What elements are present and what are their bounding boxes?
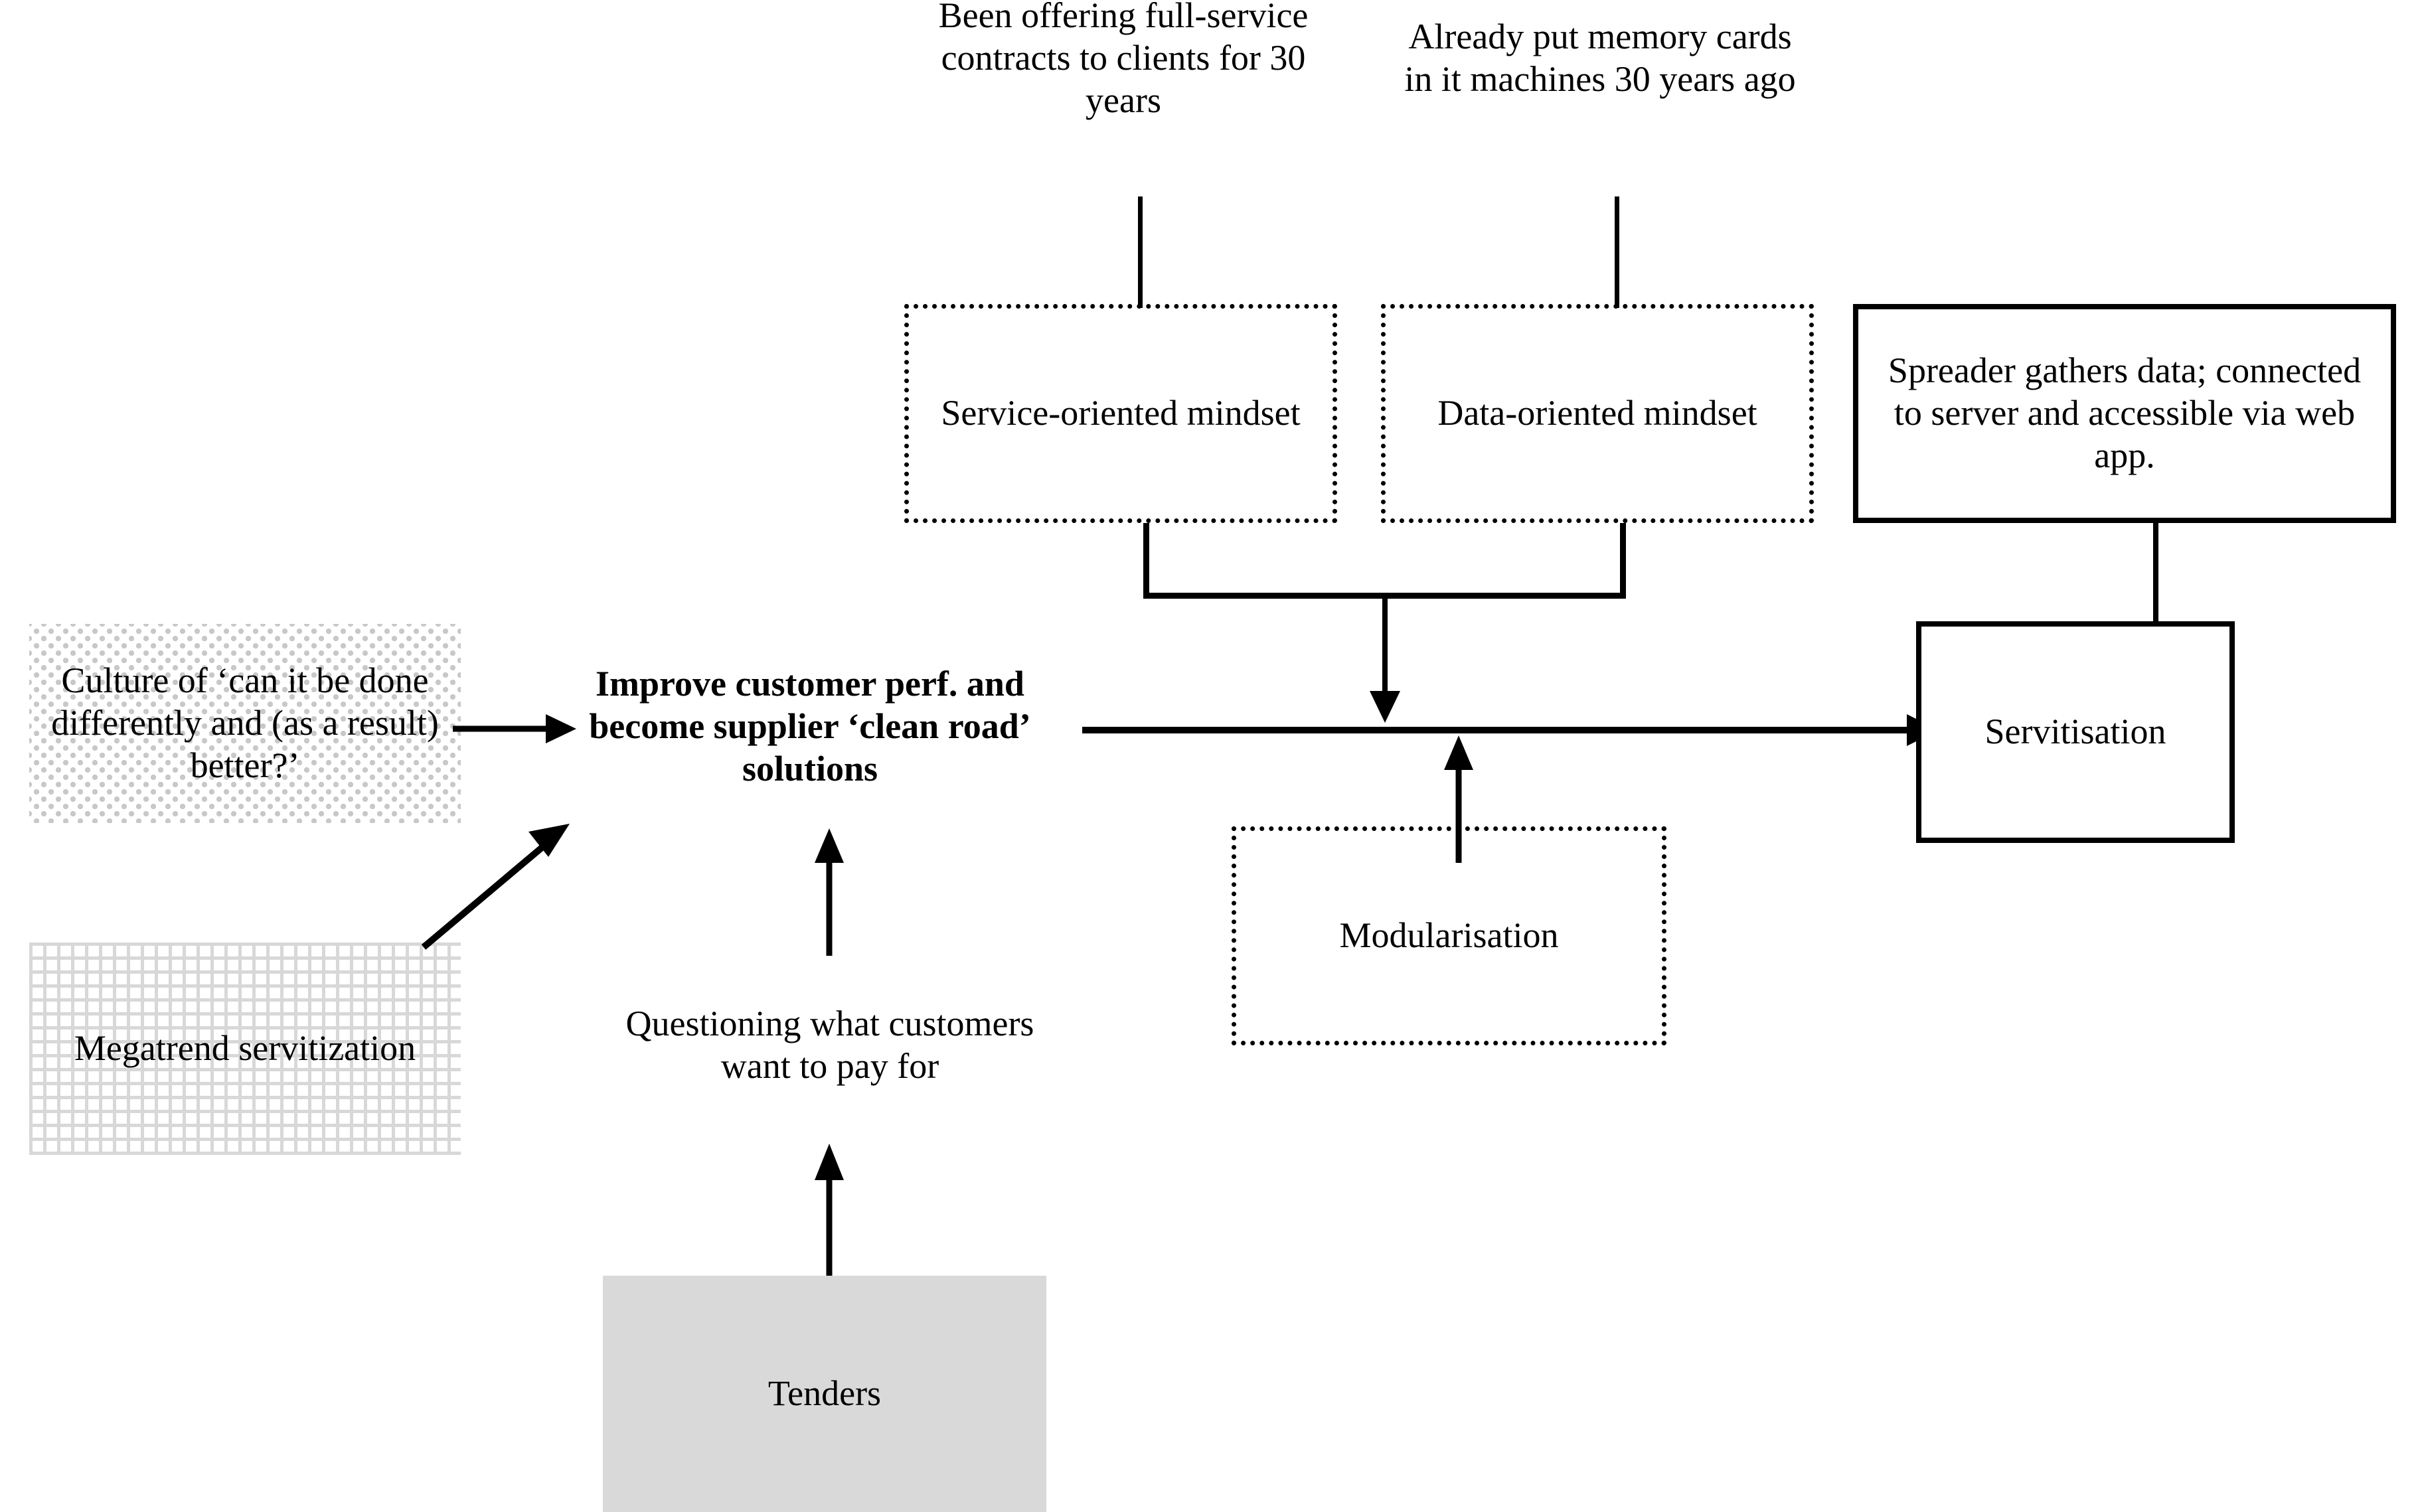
megatrend-servitization-box[interactable]: Megatrend servitization [29,943,461,1155]
tenders-label: Tenders [767,1373,882,1414]
connector-merge-down-arrow [1370,593,1400,723]
questioning-customers-label: Questioning what customers want to pay f… [625,1004,1034,1086]
note-service-contracts-label: Been offering full-service contracts to … [938,0,1309,120]
note-memory-cards: Already put memory cards in it machines … [1401,5,1799,112]
improve-customer-perf-label: Improve customer perf. and become suppli… [589,664,1031,789]
culture-can-it-be-done-box[interactable]: Culture of ‘can it be done differently a… [29,624,461,823]
connector-note-service-to-mindset [1138,196,1143,308]
service-oriented-mindset-label: Service-oriented mindset [941,393,1301,433]
servitisation-label: Servitisation [1984,712,2166,752]
connector-merge-left-leg [1143,523,1149,598]
megatrend-servitization-label: Megatrend servitization [74,1028,416,1069]
tenders-box[interactable]: Tenders [603,1276,1046,1512]
connector-note-memory-to-mindset [1615,196,1619,308]
questioning-customers-label-block: Questioning what customers want to pay f… [617,962,1042,1128]
connector-spreader-to-servitisation [2153,523,2158,624]
connector-questioning-to-improve-arrow [815,828,844,956]
connector-improve-to-servitisation-arrow [1082,714,1939,746]
connector-culture-to-improve-arrow [453,714,576,743]
modularisation-box[interactable]: Modularisation [1232,826,1666,1045]
connector-merge-right-leg [1620,523,1626,598]
spreader-gathers-data-label: Spreader gathers data; connected to serv… [1888,350,2362,475]
servitisation-box[interactable]: Servitisation [1916,621,2235,843]
culture-can-it-be-done-label: Culture of ‘can it be done differently a… [51,660,439,785]
modularisation-label: Modularisation [1339,915,1559,956]
service-oriented-mindset-box[interactable]: Service-oriented mindset [904,304,1337,523]
note-service-contracts: Been offering full-service contracts to … [924,0,1323,120]
note-memory-cards-label: Already put memory cards in it machines … [1404,17,1796,99]
connector-modularisation-to-improve-arrow [1444,735,1473,863]
connector-megatrend-to-improve-arrow [421,824,570,950]
data-oriented-mindset-box[interactable]: Data-oriented mindset [1381,304,1814,523]
connector-tenders-to-questioning-arrow [815,1144,844,1293]
improve-customer-perf-label-block: Improve customer perf. and become suppli… [571,644,1049,810]
spreader-gathers-data-box[interactable]: Spreader gathers data; connected to serv… [1853,304,2396,523]
data-oriented-mindset-label: Data-oriented mindset [1437,393,1757,433]
